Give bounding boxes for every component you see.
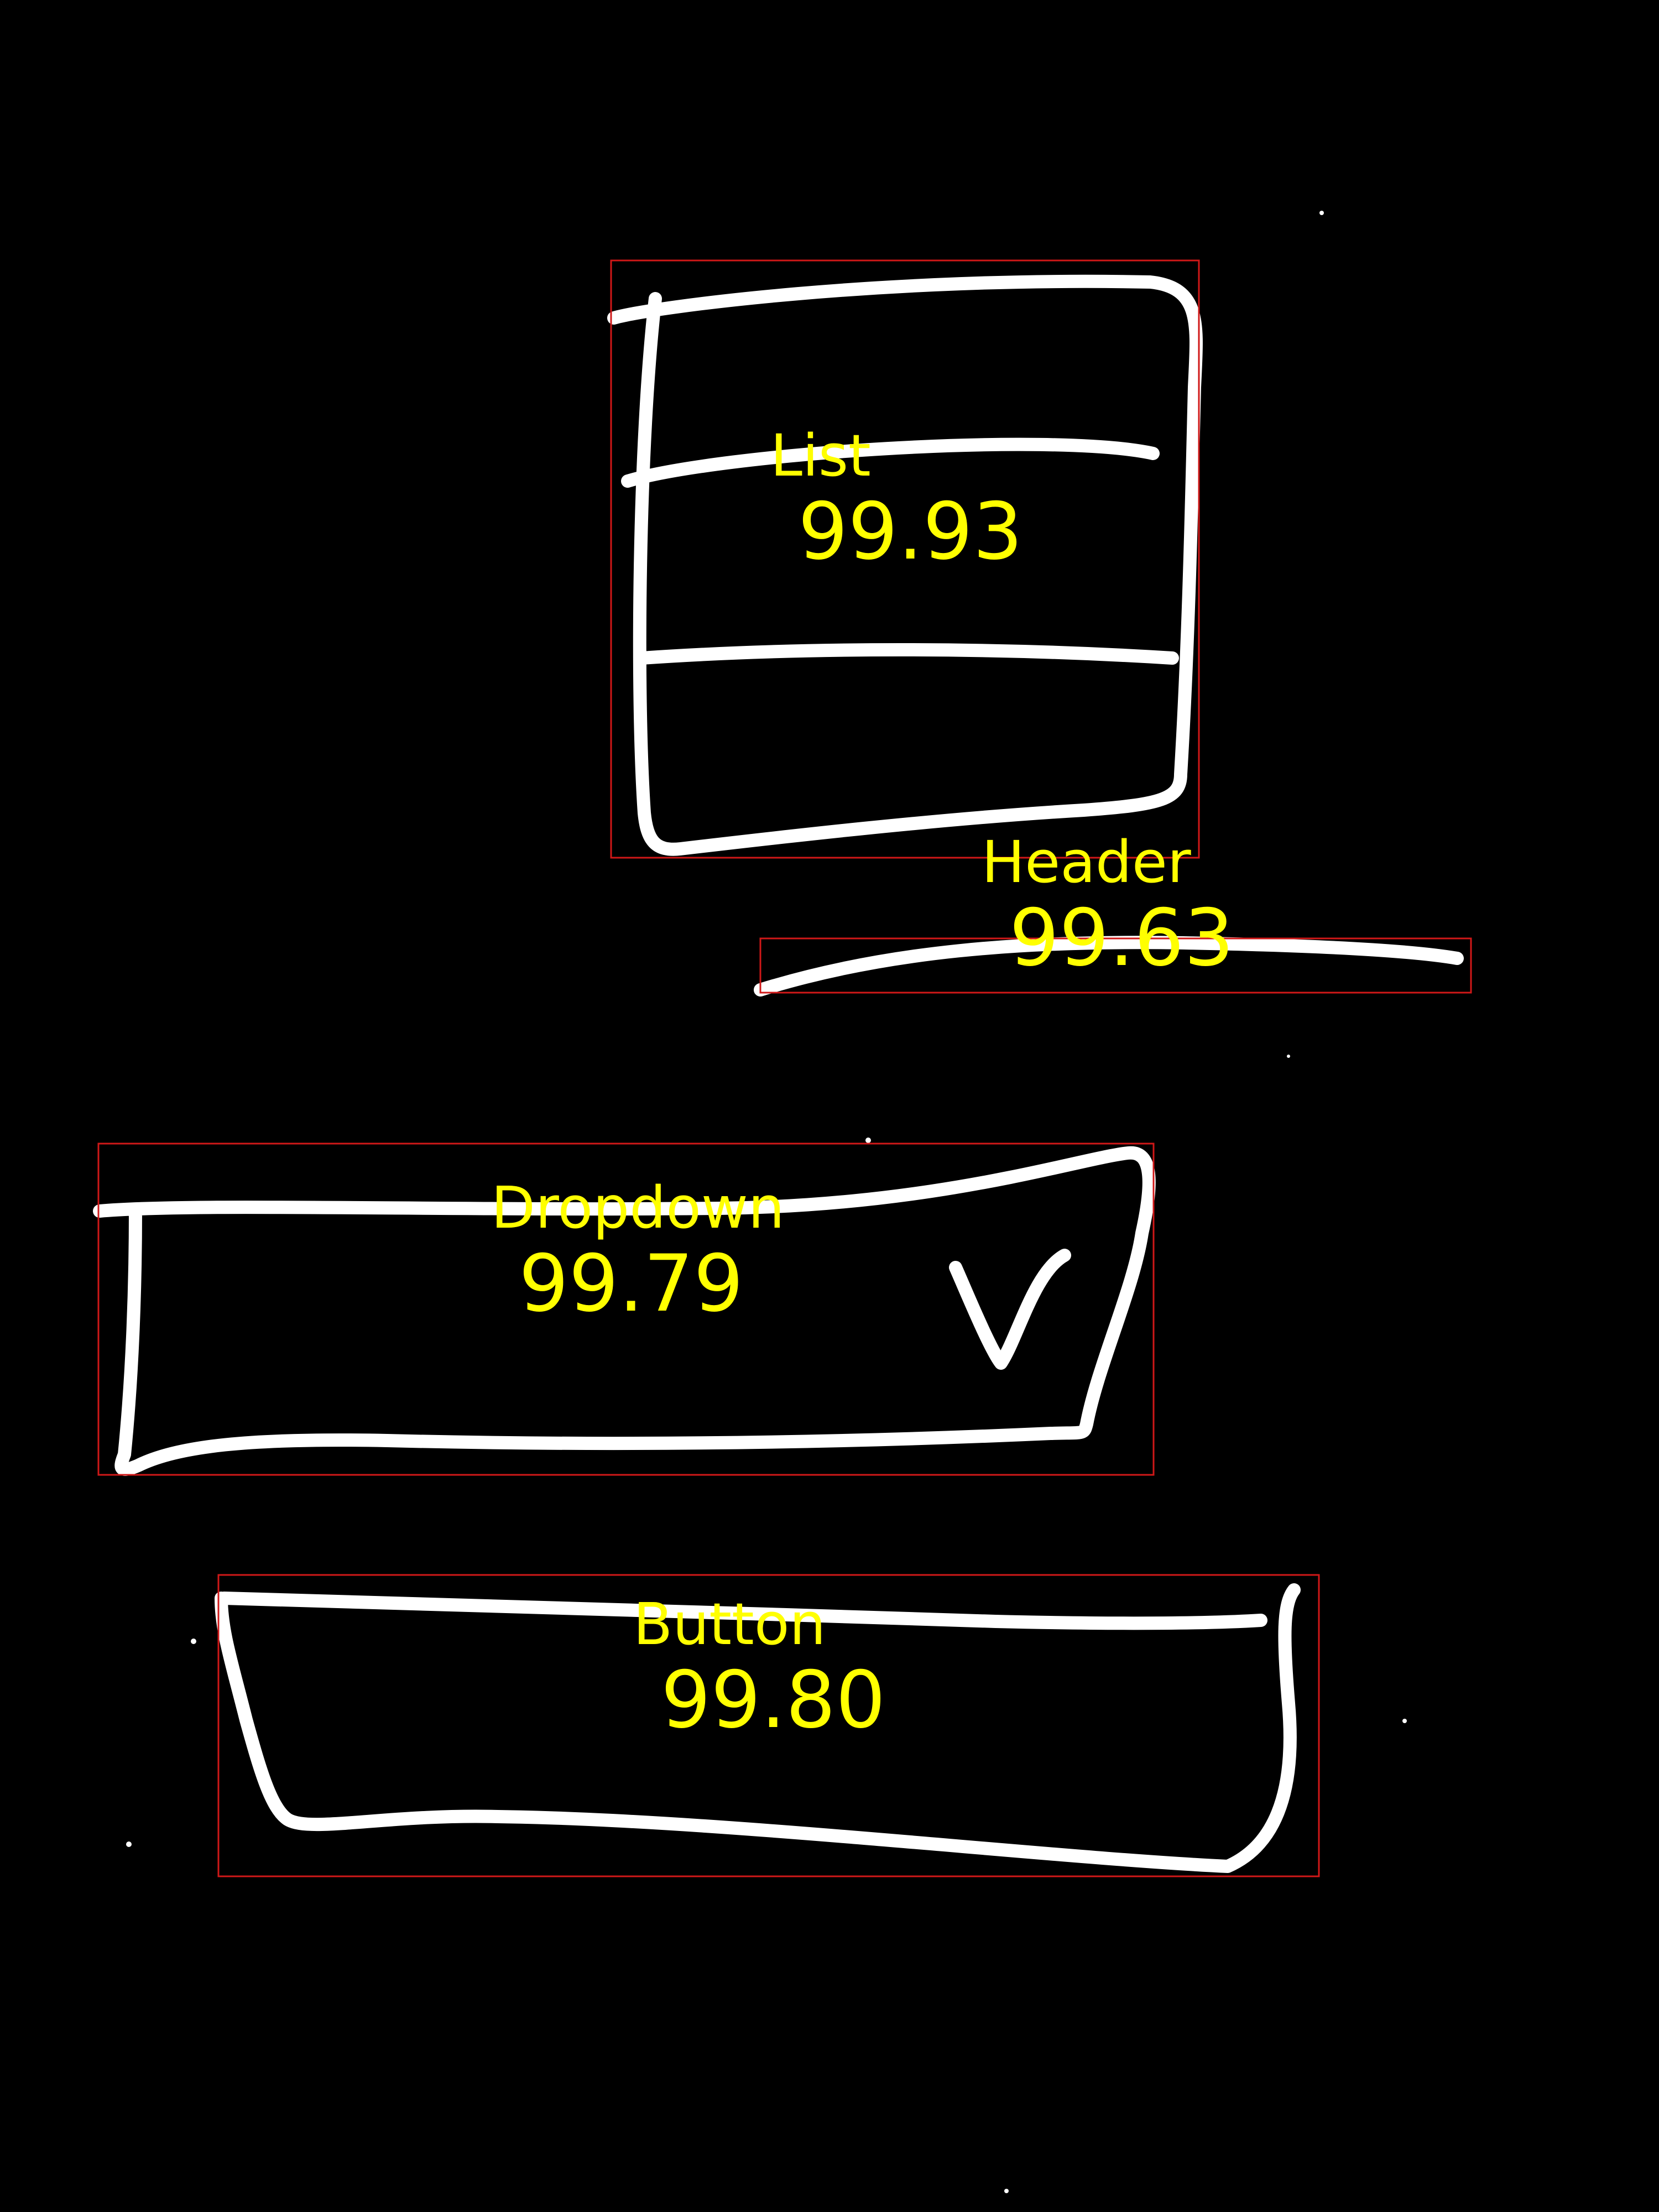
list-divider-1 [621,437,1160,488]
header-sketch [754,936,1464,997]
button-sketch [215,1583,1301,1873]
button-detection-box [217,1574,1320,1877]
header-detection-box [759,937,1472,994]
header-line [754,936,1464,997]
header-score: 99.63 [1009,893,1234,984]
header-label: Header [982,828,1191,896]
chevron-down-icon [949,1249,1071,1370]
list-detection-box [610,259,1200,859]
dropdown-sketch [93,1146,1156,1476]
button-label: Button [633,1590,826,1658]
list-sketch [607,274,1203,856]
detection-boxes [97,259,1472,1877]
dropdown-detection-box [97,1142,1155,1476]
detection-labels: List 99.93 Header 99.63 Dropdown 99.79 B… [491,422,1234,1746]
list-score: 99.93 [798,486,1023,577]
button-outline [215,1583,1301,1873]
list-divider-2 [635,643,1179,665]
list-label: List [770,422,871,489]
background-specks [126,211,1407,2193]
dropdown-score: 99.79 [519,1238,744,1329]
button-score: 99.80 [661,1655,886,1746]
dropdown-outline [93,1146,1156,1476]
list-outline [607,274,1203,856]
dropdown-label: Dropdown [491,1174,785,1241]
